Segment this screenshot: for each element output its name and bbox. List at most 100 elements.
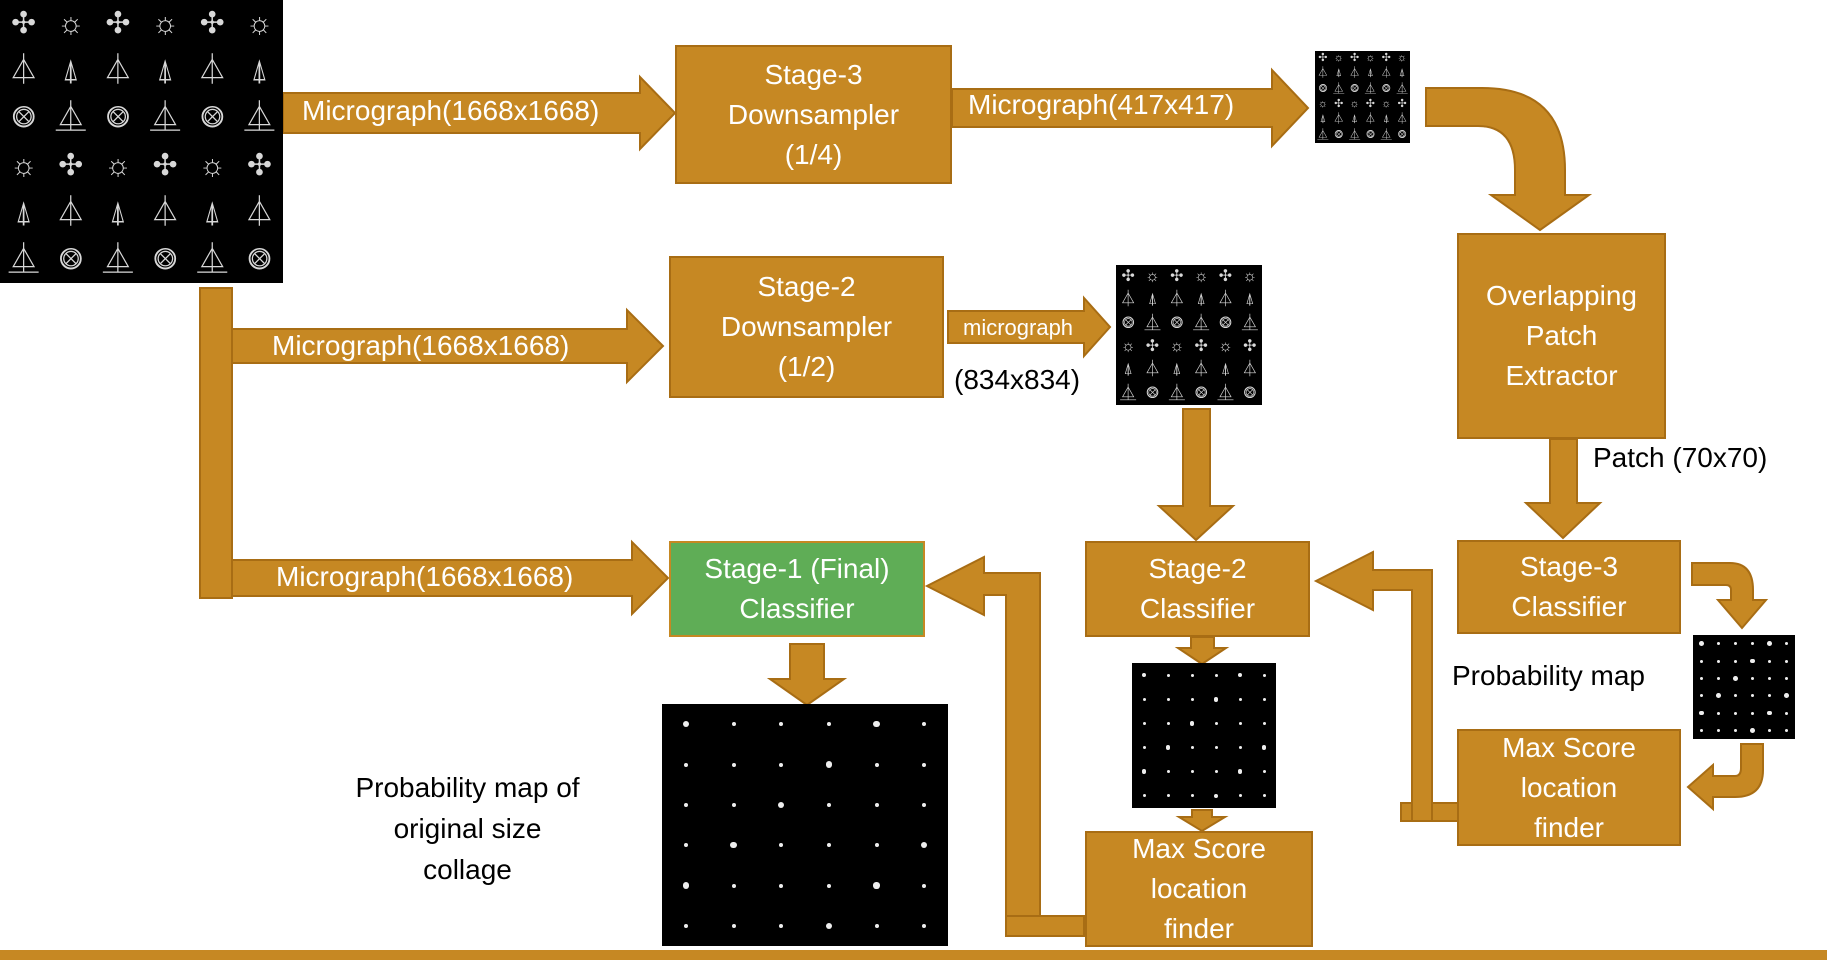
arrow-to-stage3-classifier bbox=[1523, 438, 1603, 540]
particle-icon: ⏃ bbox=[1168, 291, 1185, 309]
edge-label-to-stage2-downsampler: Micrograph(1668x1668) bbox=[272, 330, 570, 361]
particle-icon: ☼ bbox=[1120, 338, 1136, 355]
probability-peak bbox=[1751, 711, 1754, 715]
probability-peak bbox=[1767, 641, 1772, 647]
particle-icon: ⏃ bbox=[55, 195, 86, 229]
probability-peak bbox=[1700, 659, 1703, 663]
probability-peak bbox=[1751, 676, 1754, 680]
probability-peak bbox=[1716, 693, 1721, 699]
particle-icon: ☼ bbox=[245, 7, 274, 40]
particle-icon: ⏅ bbox=[1396, 82, 1408, 95]
particle-icon: ⏅ bbox=[150, 101, 181, 135]
probability-peak bbox=[1238, 721, 1242, 725]
probability-peak bbox=[1734, 728, 1737, 732]
arrow-elbow-to-stage2-classifier bbox=[1313, 550, 1433, 822]
probability-peak bbox=[1238, 794, 1242, 798]
particle-icon: ⏅ bbox=[1317, 128, 1329, 141]
probability-peak bbox=[1214, 721, 1218, 725]
particle-icon: ✣ bbox=[1349, 52, 1360, 64]
arrow-stage2-output bbox=[947, 295, 1112, 359]
particle-icon: ⏅ bbox=[8, 242, 39, 276]
particle-icon: ⍋ bbox=[1398, 67, 1406, 80]
arrow-stage3-output bbox=[951, 67, 1310, 149]
particle-icon: ⍋ bbox=[1220, 361, 1231, 379]
particle-icon: ⏅ bbox=[1120, 384, 1137, 402]
particle-icon: ☼ bbox=[1365, 52, 1376, 64]
arrow-elbow-to-stage1-classifier bbox=[924, 555, 1041, 936]
particle-icon: ⨷ bbox=[1366, 128, 1375, 141]
node-line: Max Score bbox=[1132, 833, 1266, 864]
probability-peak bbox=[1165, 745, 1171, 750]
arrow-curve-to-patch-extractor bbox=[1425, 87, 1593, 232]
probability-peak bbox=[779, 843, 784, 848]
elbow-bar-stage2-feedback-stub bbox=[1005, 915, 1085, 937]
probability-peak bbox=[1717, 711, 1720, 715]
probability-peak bbox=[920, 841, 928, 849]
particle-icon: ⨷ bbox=[58, 242, 83, 276]
probability-peak bbox=[874, 802, 879, 807]
probability-peak bbox=[682, 882, 690, 889]
probability-peak bbox=[1190, 770, 1194, 774]
probability-peak bbox=[1189, 721, 1195, 726]
probability-peak bbox=[1717, 676, 1720, 680]
particle-icon: ⍋ bbox=[14, 195, 33, 229]
probability-peak bbox=[1166, 697, 1170, 701]
probability-peak bbox=[1785, 659, 1788, 663]
node-line: Downsampler bbox=[727, 98, 900, 130]
probability-peak bbox=[922, 722, 927, 727]
left-trunk-bar bbox=[199, 287, 233, 599]
node-line: location bbox=[1520, 771, 1618, 803]
particle-icon: ☼ bbox=[1145, 268, 1160, 285]
probability-peak bbox=[1213, 793, 1219, 799]
probability-peak bbox=[922, 762, 927, 767]
probability-peak bbox=[1142, 721, 1146, 725]
final-probability-map-caption: Probability map of original size collage bbox=[290, 767, 645, 890]
probability-peak bbox=[1238, 697, 1242, 701]
probability-peak bbox=[874, 843, 879, 848]
particle-icon: ✣ bbox=[58, 148, 84, 182]
particle-icon: ⏃ bbox=[1380, 67, 1392, 80]
particle-icon: ✣ bbox=[1170, 268, 1184, 285]
node-line: Extractor bbox=[1505, 360, 1618, 391]
particle-icon: ✣ bbox=[105, 7, 131, 40]
particle-icon: ✣ bbox=[246, 148, 272, 182]
particle-icon: ⨷ bbox=[153, 242, 177, 276]
particle-icon: ⏃ bbox=[1193, 361, 1210, 379]
particle-icon: ⨷ bbox=[1170, 314, 1184, 332]
particle-icon: ☼ bbox=[9, 148, 38, 182]
particle-icon: ⨷ bbox=[1397, 128, 1407, 141]
final-probability-map-image bbox=[662, 704, 948, 946]
particle-icon: ✣ bbox=[199, 7, 225, 40]
particle-icon: ⍋ bbox=[203, 195, 222, 229]
particle-icon: ✣ bbox=[1145, 338, 1160, 355]
probability-peak bbox=[1214, 746, 1218, 750]
stage3-probability-map-image bbox=[1693, 635, 1795, 739]
probability-peak bbox=[731, 923, 736, 928]
caption-line: Probability map of bbox=[355, 772, 580, 803]
probability-map-caption: Probability map bbox=[1452, 660, 1645, 691]
particle-icon: ⨷ bbox=[1219, 314, 1232, 332]
arrow-to-stage2-classifier bbox=[1156, 408, 1236, 542]
probability-peak bbox=[1190, 697, 1194, 701]
probability-peak bbox=[682, 720, 690, 728]
particle-icon: ☼ bbox=[1397, 52, 1408, 64]
probability-peak bbox=[825, 922, 833, 930]
probability-peak bbox=[1700, 694, 1703, 698]
particle-icon: ⍋ bbox=[250, 54, 269, 88]
node-line: Stage-3 bbox=[1519, 551, 1619, 582]
probability-peak bbox=[1734, 659, 1737, 663]
footer-accent-bar bbox=[0, 950, 1827, 960]
particle-icon: ☼ bbox=[1218, 338, 1233, 355]
edge-label-stage2-output-size: (834x834) bbox=[954, 364, 1081, 395]
node-line: finder bbox=[1163, 913, 1235, 944]
probability-peak bbox=[1238, 746, 1242, 750]
probability-peak bbox=[1166, 770, 1170, 774]
probability-peak bbox=[1734, 642, 1737, 646]
particle-icon: ☼ bbox=[1193, 268, 1209, 285]
particle-icon: ⍋ bbox=[1351, 113, 1358, 126]
arrow-to-stage2-downsampler bbox=[231, 307, 665, 385]
particle-icon: ⏃ bbox=[1364, 113, 1376, 126]
edge-label-stage2-output: micrograph bbox=[963, 315, 1074, 340]
probability-peak bbox=[779, 923, 784, 928]
arrow-to-stage3-downsampler bbox=[282, 74, 677, 152]
